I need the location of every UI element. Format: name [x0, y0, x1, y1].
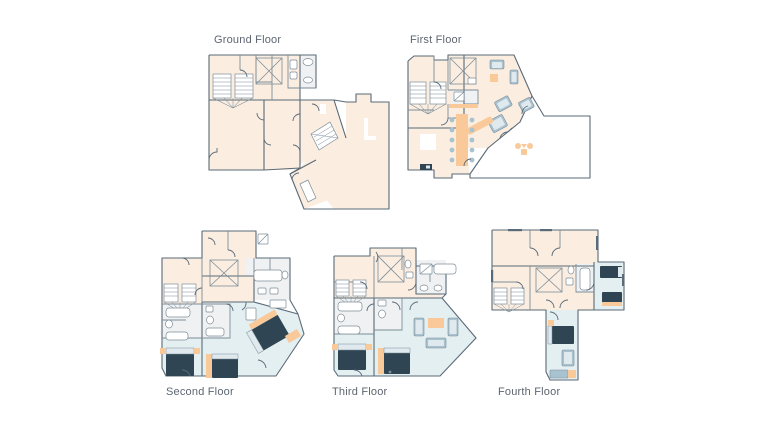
fourth-interior-partitions: [492, 230, 594, 310]
window-marks: [491, 229, 625, 286]
third-walls: [333, 247, 477, 377]
staircase-icon: [163, 283, 197, 313]
bathroom-fixtures-upper: [404, 259, 457, 292]
third-doors: [353, 251, 419, 377]
bed-middle: [206, 353, 239, 378]
dining-table: [449, 114, 475, 166]
bay-fixture: [299, 179, 317, 203]
floor-label-ground: Ground Floor: [214, 34, 282, 46]
bed-east-upper: [600, 266, 622, 278]
lift-shaft-icon: [209, 259, 239, 287]
floor-plan-ground: [208, 54, 390, 210]
south-wing-cabinet: [561, 349, 575, 367]
lounge-furniture: [413, 317, 459, 349]
ground-doors: [208, 69, 320, 181]
living-furniture: [466, 59, 535, 135]
second-doors: [181, 237, 267, 377]
fireplace-unit: [420, 164, 432, 170]
south-wing-bench: [549, 369, 576, 379]
floor-plan-first: [407, 54, 591, 179]
lift-shaft-icon: [377, 255, 405, 283]
floor-label-first: First Floor: [410, 34, 462, 46]
ground-niche-marks: [320, 104, 376, 140]
rear-stair-icon: [310, 121, 339, 151]
kitchen-counter: [449, 104, 478, 108]
bed-left: [160, 347, 200, 376]
fourth-doors: [515, 247, 595, 321]
floor-label-fourth: Fourth Floor: [498, 386, 561, 398]
staircase-icon: [212, 73, 254, 109]
floor-plan-fourth: [491, 229, 625, 381]
floor-plan-third: [332, 247, 477, 377]
floor-label-third: Third Floor: [332, 386, 388, 398]
bathroom-fixtures: [565, 265, 591, 291]
bathroom-fixtures-left: [337, 301, 363, 335]
floor-rug: [420, 134, 436, 150]
bed-east-lower: [602, 292, 622, 306]
bed-middle: [378, 347, 411, 374]
rug-right: [284, 329, 302, 343]
staircase-icon: [493, 287, 525, 313]
bathroom-fixtures-upper: [253, 233, 289, 295]
bed-left: [332, 343, 372, 370]
bathroom-fixtures-mid: [205, 305, 225, 337]
bathroom-fixtures: [453, 77, 477, 102]
lift-shaft-icon: [535, 267, 563, 293]
staircase-icon: [409, 81, 447, 115]
fourth-walls: [491, 229, 625, 381]
bed-right: [246, 309, 290, 354]
bed-south-wing: [547, 320, 574, 345]
wc-fixtures: [289, 58, 314, 84]
first-doors: [433, 81, 529, 167]
floor-label-second: Second Floor: [166, 386, 234, 398]
lift-shaft-icon: [255, 57, 283, 85]
wardrobe-units: [245, 299, 287, 321]
staircase-icon: [335, 279, 367, 307]
planter-icon: [515, 143, 533, 155]
floor-plan-second: [160, 230, 305, 378]
bathroom-fixtures-left: [165, 307, 191, 341]
ground-walls: [208, 54, 390, 210]
bathroom-fixtures-mid: [377, 299, 387, 319]
